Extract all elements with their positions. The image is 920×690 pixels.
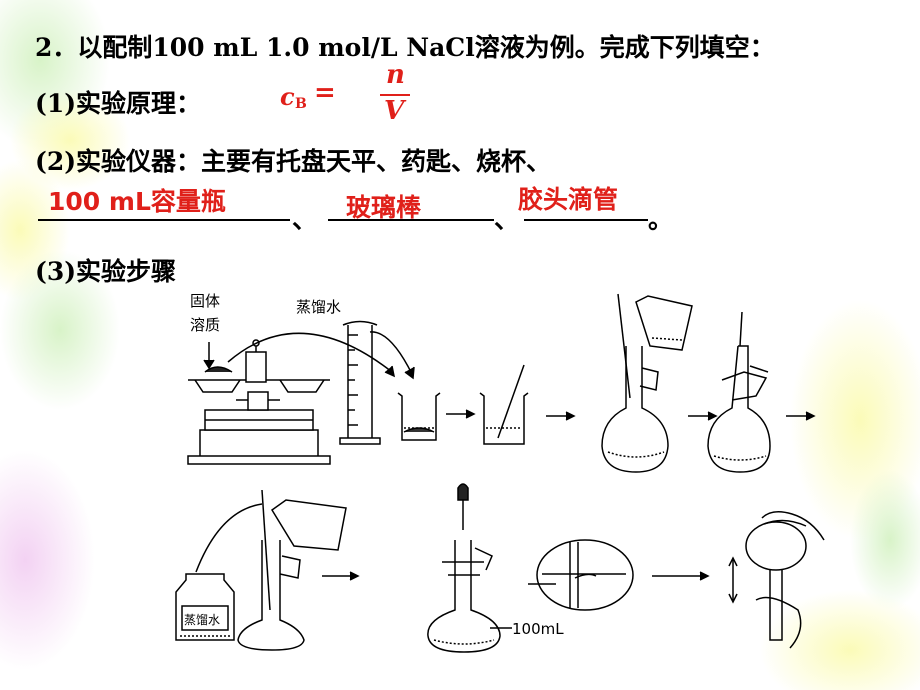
steps-label: (3)实验步骤	[35, 257, 177, 286]
fraction-bar	[380, 94, 410, 96]
label-bottle: 蒸馏水	[184, 613, 220, 627]
graduated-cylinder-icon	[339, 320, 415, 445]
formula: c B = n V	[280, 60, 420, 126]
label-solid: 固体	[190, 292, 220, 310]
principle-label: (1)实验原理：	[35, 89, 202, 118]
flask-shake-icon	[707, 311, 771, 473]
apparatus-label: (2)实验仪器：主要有托盘天平、药匙、烧杯、	[35, 147, 552, 176]
flask-pour-water-icon	[175, 489, 347, 651]
formula-c: c	[280, 82, 295, 111]
flask-dropper-icon	[427, 483, 512, 653]
formula-subscript: B	[295, 96, 307, 112]
formula-equals: =	[314, 78, 336, 108]
answer-volumetric-flask: 100 mL容量瓶	[48, 187, 226, 216]
label-solute: 溶质	[190, 316, 220, 334]
separator-1: 、	[292, 205, 318, 234]
flask-invert-icon	[728, 511, 825, 649]
blank-3	[524, 219, 648, 221]
flask-transfer-icon	[601, 293, 693, 473]
formula-denominator: V	[384, 96, 405, 126]
experiment-steps-diagram: 固体 溶质 蒸馏水 蒸馏水 100mL	[175, 292, 825, 653]
balance-icon	[187, 339, 331, 465]
beaker-stir-icon	[479, 364, 529, 445]
label-distilled-water: 蒸馏水	[296, 298, 341, 316]
beaker-dissolve-icon	[397, 392, 441, 441]
label-100ml: 100mL	[512, 620, 564, 638]
period: 。	[648, 205, 674, 234]
formula-numerator: n	[386, 60, 405, 90]
blank-1	[38, 219, 290, 221]
question-title: 2．以配制100 mL 1.0 mol/L NaCl溶液为例。完成下列填空：	[35, 33, 775, 62]
magnified-mark-icon	[536, 539, 634, 611]
blank-2	[328, 219, 494, 221]
separator-2: 、	[494, 205, 520, 234]
answer-dropper: 胶头滴管	[518, 185, 619, 214]
answer-glass-rod: 玻璃棒	[346, 193, 422, 222]
